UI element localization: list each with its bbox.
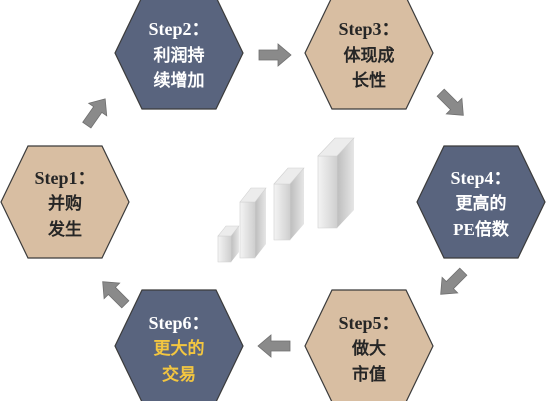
step3-title: Step3： [338,19,399,39]
step3-node: Step3： 体现成 长性 [304,0,434,110]
bar-1 [217,225,240,263]
step4-line1: 更高的 [456,193,507,213]
step2-node: Step2： 利润持 续增加 [114,0,244,110]
cycle-arrows [82,43,468,358]
step2-title: Step2： [148,19,209,39]
step3-line2: 长性 [352,70,386,90]
step6-title: Step6： [148,313,209,333]
arrow-step1-to-step2 [82,98,108,129]
step4-line2: PE倍数 [453,219,510,239]
step6-line1: 更大的 [154,338,205,358]
step1-line1: 并购 [48,193,82,213]
step1-node: Step1： 并购 发生 [0,145,130,259]
step5-title: Step5： [338,313,399,333]
step1-line2: 发生 [47,219,82,239]
bar-2 [239,187,267,259]
arrow-step3-to-step4 [436,88,464,116]
step5-node: Step5： 做大 市值 [304,289,434,401]
step2-line1: 利润持 [154,45,205,65]
growth-bars-icon [217,137,355,263]
arrow-step5-to-step6 [257,334,291,358]
step1-title: Step1： [34,168,95,188]
bar-3 [273,167,305,241]
step5-line1: 做大 [351,338,386,358]
bar-4 [317,137,355,229]
step6-line2: 交易 [162,364,196,384]
step4-node: Step4： 更高的 PE倍数 [416,145,546,259]
arrow-step4-to-step5 [440,267,468,295]
step6-node: Step6： 更大的 交易 [114,289,244,401]
arrow-step6-to-step1 [102,281,130,309]
step3-line1: 体现成 [344,45,395,65]
step5-line2: 市值 [352,364,386,384]
step4-title: Step4： [450,168,511,188]
step2-line2: 续增加 [154,70,205,90]
arrow-step2-to-step3 [258,43,292,67]
